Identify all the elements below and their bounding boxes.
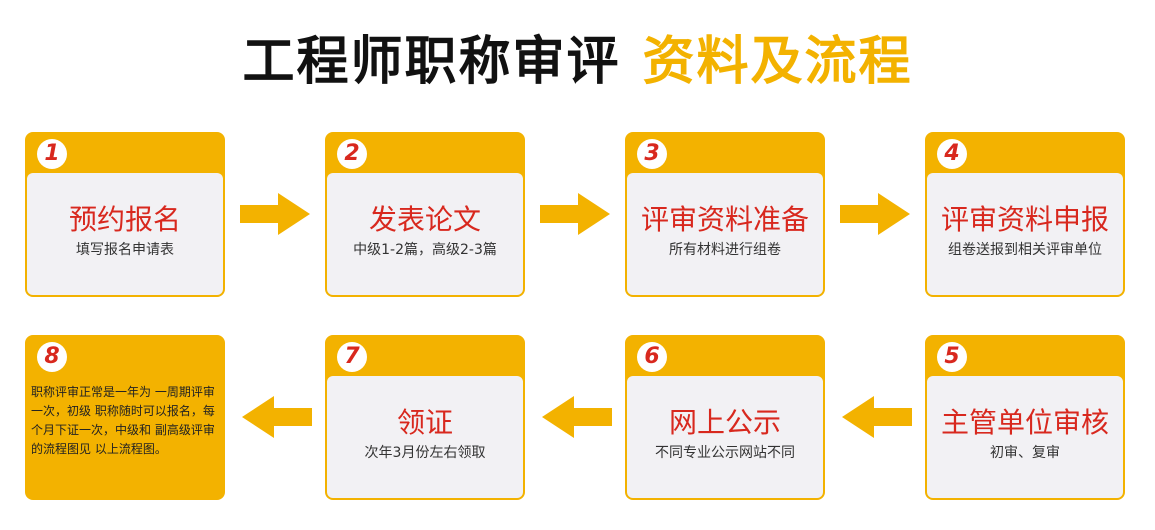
- step-card-5: 5 主管单位审核 初审、复审: [925, 335, 1125, 500]
- step-body: 主管单位审核 初审、复审: [927, 376, 1123, 498]
- arrow-right-icon: [840, 193, 910, 235]
- step-subtitle: 初审、复审: [990, 445, 1060, 461]
- step-number-badge: 6: [637, 342, 667, 372]
- step-card-4: 4 评审资料申报 组卷送报到相关评审单位: [925, 132, 1125, 297]
- step-number-badge: 4: [937, 139, 967, 169]
- step-card-8: 8 职称评审正常是一年为 一周期评审一次，初级 职称随时可以报名，每 个月下证一…: [25, 335, 225, 500]
- step-card-1: 1 预约报名 填写报名申请表: [25, 132, 225, 297]
- step-number-badge: 2: [337, 139, 367, 169]
- step-title: 领证: [396, 406, 453, 439]
- step-body: 领证 次年3月份左右领取: [327, 376, 523, 498]
- step-note: 职称评审正常是一年为 一周期评审一次，初级 职称随时可以报名，每 个月下证一次，…: [31, 385, 215, 456]
- step-number-badge: 8: [37, 342, 67, 372]
- step-body: 预约报名 填写报名申请表: [27, 173, 223, 295]
- step-body: 发表论文 中级1-2篇，高级2-3篇: [327, 173, 523, 295]
- step-subtitle: 填写报名申请表: [76, 242, 174, 258]
- step-card-6: 6 网上公示 不同专业公示网站不同: [625, 335, 825, 500]
- step-number-badge: 3: [637, 139, 667, 169]
- step-title: 主管单位审核: [940, 406, 1109, 439]
- step-title: 预约报名: [68, 203, 181, 236]
- step-body: 评审资料申报 组卷送报到相关评审单位: [927, 173, 1123, 295]
- step-subtitle: 中级1-2篇，高级2-3篇: [353, 242, 497, 258]
- step-body: 评审资料准备 所有材料进行组卷: [627, 173, 823, 295]
- arrow-right-icon: [240, 193, 310, 235]
- step-number-badge: 7: [337, 342, 367, 372]
- step-title: 评审资料准备: [640, 203, 809, 236]
- step-title: 网上公示: [668, 406, 781, 439]
- step-subtitle: 所有材料进行组卷: [669, 242, 781, 258]
- step-title: 发表论文: [368, 203, 481, 236]
- step-subtitle: 组卷送报到相关评审单位: [948, 242, 1102, 258]
- arrow-left-icon: [842, 396, 912, 438]
- step-card-2: 2 发表论文 中级1-2篇，高级2-3篇: [325, 132, 525, 297]
- step-card-7: 7 领证 次年3月份左右领取: [325, 335, 525, 500]
- step-card-3: 3 评审资料准备 所有材料进行组卷: [625, 132, 825, 297]
- page-title: 工程师职称审评资料及流程: [0, 30, 1155, 94]
- step-title: 评审资料申报: [940, 203, 1109, 236]
- arrow-left-icon: [542, 396, 612, 438]
- step-subtitle: 次年3月份左右领取: [364, 445, 486, 461]
- title-highlight: 资料及流程: [642, 32, 913, 92]
- step-number-badge: 5: [937, 342, 967, 372]
- step-subtitle: 不同专业公示网站不同: [655, 445, 795, 461]
- arrow-right-icon: [540, 193, 610, 235]
- arrow-left-icon: [242, 396, 312, 438]
- title-main: 工程师职称审评: [242, 32, 621, 92]
- step-number-badge: 1: [37, 139, 67, 169]
- step-body: 网上公示 不同专业公示网站不同: [627, 376, 823, 498]
